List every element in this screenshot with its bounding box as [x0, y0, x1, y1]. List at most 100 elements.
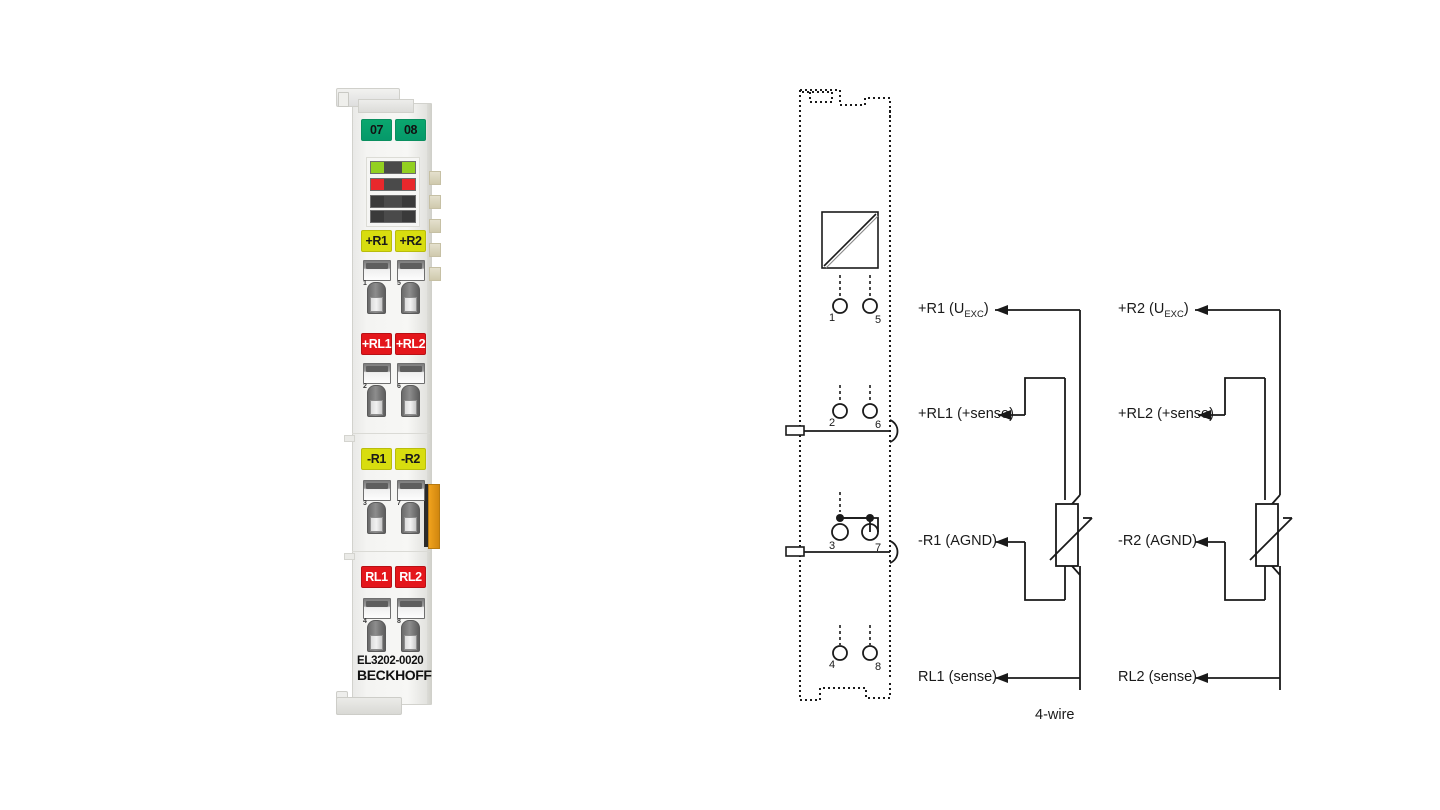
- label-rl2-sense: RL2 (sense): [1118, 669, 1197, 685]
- arrow-ch1-exc: [995, 305, 1008, 315]
- pin-number-4: 4: [363, 618, 367, 625]
- wire-slot-3[interactable]: [363, 480, 391, 501]
- schem-pin-label-5: 5: [875, 314, 881, 326]
- junction-dot-7: [866, 514, 874, 522]
- terminal-label-plus-rl2: +RL2: [395, 333, 426, 355]
- label-plus-rl1-sense: +RL1 (+sense): [918, 406, 1014, 422]
- edge-contact-5: [429, 267, 441, 281]
- shield-connector-lower: [785, 540, 899, 564]
- pin-number-7: 7: [397, 500, 401, 507]
- schem-pin-label-1: 1: [829, 312, 835, 324]
- edge-contact-2: [429, 195, 441, 209]
- arrow-ch2-sense: [1195, 673, 1208, 683]
- schematic-caption: 4-wire: [1035, 707, 1075, 723]
- spring-contact-1[interactable]: [367, 282, 386, 314]
- schem-pin-label-3: 3: [829, 540, 835, 552]
- rtd-arrow-ch1: [1049, 517, 1093, 561]
- adc-block: [821, 211, 879, 269]
- housing-divider-bottom: [352, 551, 430, 552]
- mounting-tab-top-secondary: [358, 99, 414, 113]
- schem-pin-label-8: 8: [875, 661, 881, 673]
- led-row-run-green: [370, 161, 416, 174]
- schem-pin-label-7: 7: [875, 542, 881, 554]
- adc-diagonal: [823, 213, 877, 267]
- pin-number-3: 3: [363, 500, 367, 507]
- terminal-label-plus-r1: +R1: [361, 230, 392, 252]
- wire-slot-8[interactable]: [397, 598, 425, 619]
- arrow-ch1-agnd: [995, 537, 1008, 547]
- housing-divider-top: [352, 433, 430, 434]
- spring-contact-5[interactable]: [401, 282, 420, 314]
- terminal-label-plus-r2: +R2: [395, 230, 426, 252]
- terminal-label-rl2: RL2: [395, 566, 426, 588]
- label-plus-r1-uexc: +R1 (UEXC): [918, 301, 989, 320]
- status-led-block: [366, 157, 420, 227]
- rtd-arrow-ch2: [1249, 517, 1293, 561]
- led-row-blank-1: [370, 195, 416, 208]
- terminal-label-rl1: RL1: [361, 566, 392, 588]
- led-row-blank-2: [370, 210, 416, 223]
- edge-contact-1: [429, 171, 441, 185]
- spring-contact-6[interactable]: [401, 385, 420, 417]
- housing-nub-1: [344, 435, 355, 442]
- pin-number-1: 1: [363, 280, 367, 287]
- label-minus-r2-agnd: -R2 (AGND): [1118, 533, 1197, 549]
- spring-contact-4[interactable]: [367, 620, 386, 652]
- product-model-number: EL3202-0020: [357, 655, 424, 667]
- wire-slot-5[interactable]: [397, 260, 425, 281]
- pin-number-8: 8: [397, 618, 401, 625]
- shield-connector-upper: [785, 419, 899, 443]
- product-nameplate: EL3202-0020 BECKHOFF: [357, 655, 432, 683]
- spring-contact-3[interactable]: [367, 502, 386, 534]
- wire-slot-1[interactable]: [363, 260, 391, 281]
- mounting-tab-bottom: [336, 697, 402, 715]
- wiring-schematic: 1 5 2 6 3 7 4 8 +R1 (UEXC) +RL1 (+sense)…: [780, 80, 1400, 723]
- schem-pin-label-4: 4: [829, 659, 835, 671]
- arrow-ch2-agnd: [1195, 537, 1208, 547]
- schem-pin-2: [832, 403, 848, 419]
- edge-contact-4: [429, 243, 441, 257]
- schem-pin-3: [831, 523, 849, 541]
- arrow-ch2-rl: [1198, 410, 1211, 420]
- spring-contact-8[interactable]: [401, 620, 420, 652]
- pin-number-6: 6: [397, 383, 401, 390]
- label-plus-rl2-sense: +RL2 (+sense): [1118, 406, 1214, 422]
- channel-number-07: 07: [361, 119, 392, 141]
- arrow-ch1-rl: [998, 410, 1011, 420]
- junction-dot-3: [836, 514, 844, 522]
- schem-pin-label-6: 6: [875, 419, 881, 431]
- schem-pin-8: [862, 645, 878, 661]
- schem-pin-1: [832, 298, 848, 314]
- terminal-label-plus-rl1: +RL1: [361, 333, 392, 355]
- schem-pin-label-2: 2: [829, 417, 835, 429]
- label-plus-r2-uexc: +R2 (UEXC): [1118, 301, 1189, 320]
- label-rl1-sense: RL1 (sense): [918, 669, 997, 685]
- schematic-svg: 1 5 2 6 3 7 4 8: [785, 89, 1293, 701]
- wire-slot-7[interactable]: [397, 480, 425, 501]
- schem-pin-6: [862, 403, 878, 419]
- spring-contact-2[interactable]: [367, 385, 386, 417]
- rtd-sensor-ch1: [1055, 503, 1079, 567]
- housing-nub-2: [344, 553, 355, 560]
- lever-shadow: [424, 484, 429, 547]
- el-terminal-module: 07 08 +R1 +R2 1 5 +RL1 +RL2 2 6 -R1 -R2: [330, 85, 450, 730]
- pin-number-2: 2: [363, 383, 367, 390]
- arrow-ch1-sense: [995, 673, 1008, 683]
- channel-number-08: 08: [395, 119, 426, 141]
- schem-pin-4: [832, 645, 848, 661]
- arrow-ch2-exc: [1195, 305, 1208, 315]
- label-minus-r1-agnd: -R1 (AGND): [918, 533, 997, 549]
- spring-contact-7[interactable]: [401, 502, 420, 534]
- din-rail-hook-top: [338, 92, 349, 107]
- module-outline-dotted: [799, 89, 891, 701]
- orange-release-lever[interactable]: [428, 484, 440, 549]
- wire-slot-4[interactable]: [363, 598, 391, 619]
- product-brand-logo: BECKHOFF: [357, 667, 432, 683]
- wire-slot-2[interactable]: [363, 363, 391, 384]
- wire-slot-6[interactable]: [397, 363, 425, 384]
- led-row-error-red: [370, 178, 416, 191]
- terminal-label-minus-r1: -R1: [361, 448, 392, 470]
- schem-pin-5: [862, 298, 878, 314]
- rtd-sensor-ch2: [1255, 503, 1279, 567]
